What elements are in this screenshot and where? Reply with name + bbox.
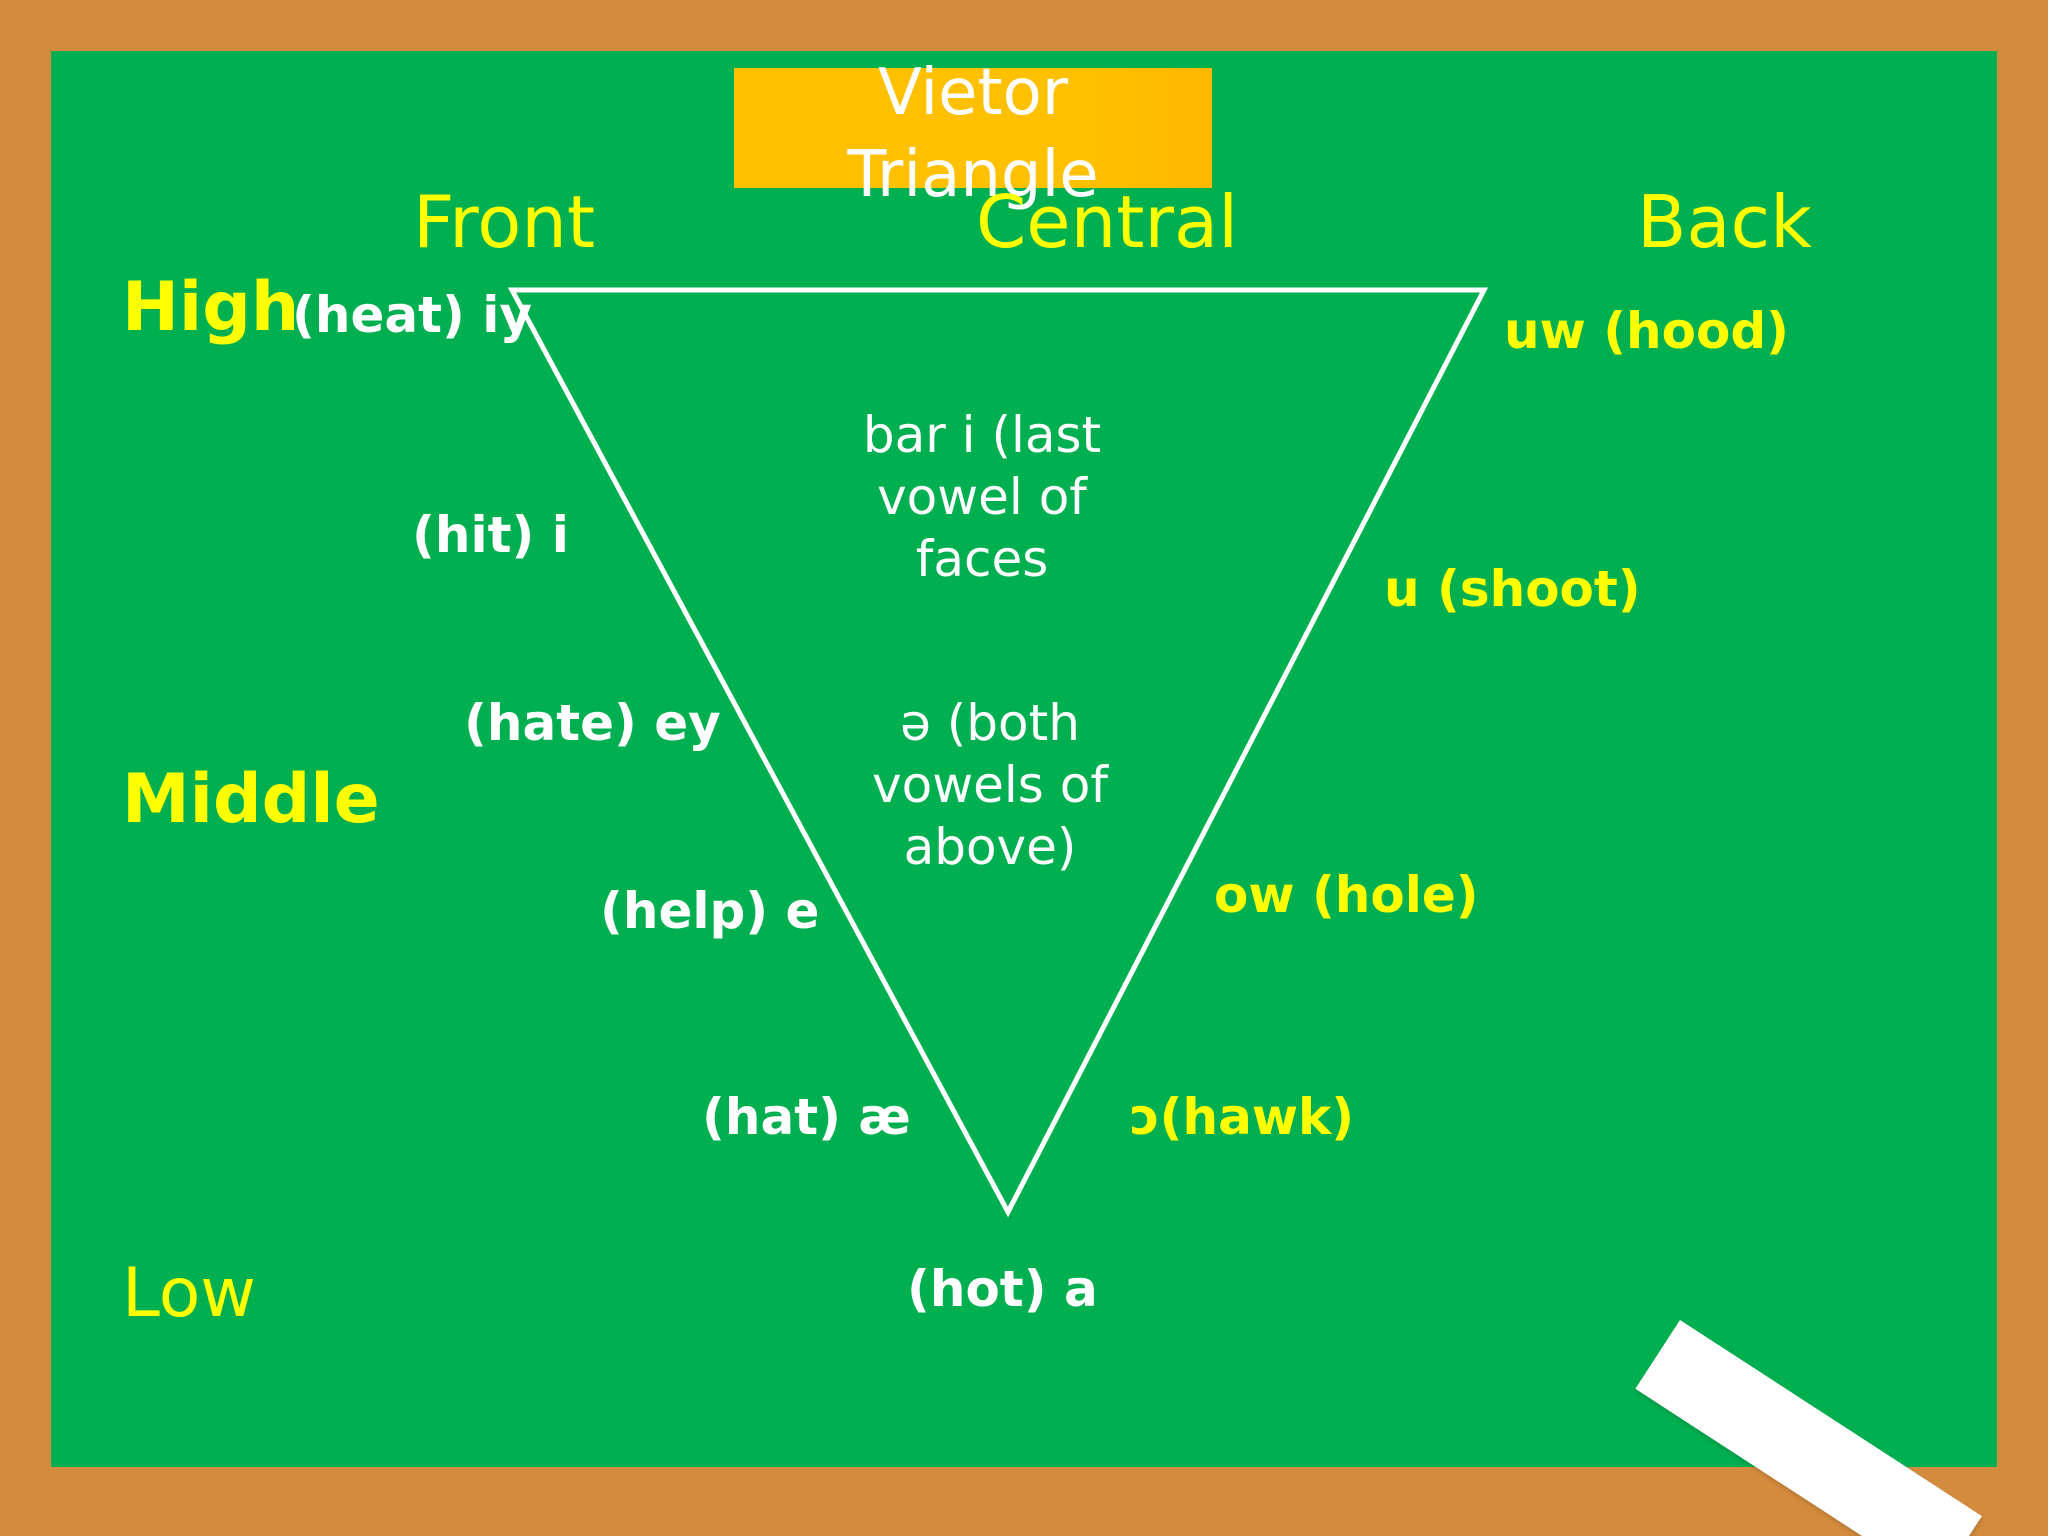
triangle-outline (507, 287, 1489, 1218)
vowel-hood-uw: uw (hood) (1504, 302, 1789, 360)
chalkboard (51, 51, 1997, 1467)
title-line-1: Vietor (877, 56, 1069, 130)
vowel-heat-iy: (heat) iy (292, 286, 532, 344)
schwa-line-2: vowels of (872, 756, 1108, 814)
schwa-line-1: ə (both (900, 694, 1080, 752)
vowel-help-e: (help) e (600, 882, 820, 940)
bar-i-line-3: faces (915, 530, 1049, 588)
bar-i-line-2: vowel of (877, 468, 1087, 526)
column-label-back: Back (1637, 180, 1812, 264)
vowel-shoot-u: u (shoot) (1384, 560, 1641, 618)
vowel-hole-ow: ow (hole) (1214, 866, 1479, 924)
column-label-central: Central (976, 180, 1239, 264)
title-line-2: Triangle (847, 138, 1099, 212)
vowel-hawk-open-o: ɔ(hawk) (1130, 1088, 1355, 1146)
vowel-hate-ey: (hate) ey (464, 694, 721, 752)
central-note-schwa: ə (both vowels of above) (820, 692, 1160, 878)
row-label-low: Low (122, 1254, 256, 1333)
vowel-hit-i: (hit) i (412, 506, 569, 564)
row-label-middle: Middle (122, 760, 380, 839)
row-label-high: High (122, 268, 300, 347)
bar-i-line-1: bar i (last (862, 406, 1102, 464)
central-note-bar-i: bar i (last vowel of faces (812, 404, 1152, 590)
diagram-title: Vietor Triangle (734, 52, 1212, 216)
schwa-line-3: above) (903, 818, 1077, 876)
vowel-hot-a: (hot) a (907, 1260, 1098, 1318)
vowel-hat-ae: (hat) æ (702, 1088, 911, 1146)
column-label-front: Front (413, 180, 596, 264)
title-box (734, 68, 1212, 188)
